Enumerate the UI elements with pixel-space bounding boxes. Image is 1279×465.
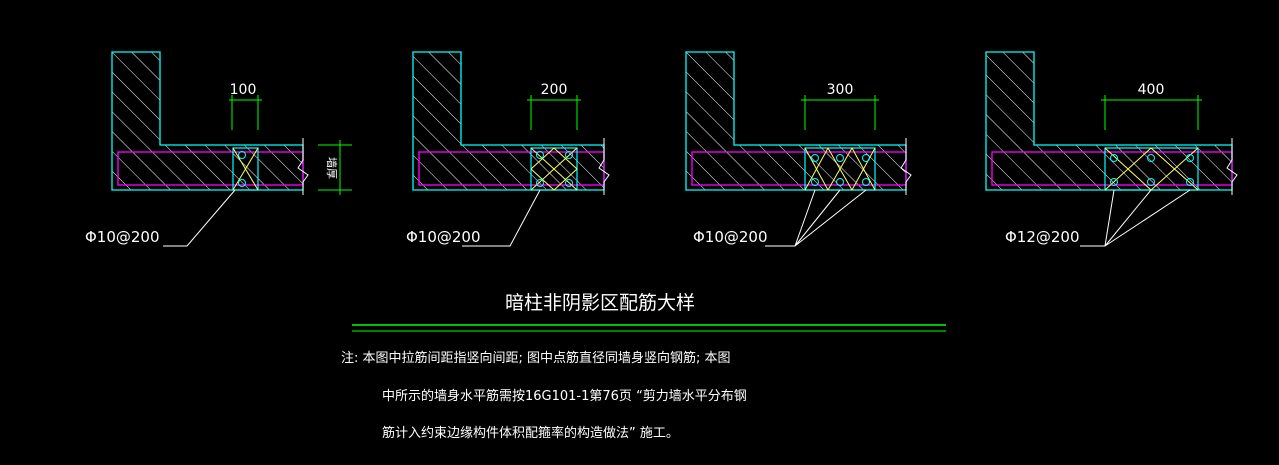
rebar-label: Φ12@200	[1005, 228, 1080, 246]
detail-2: 200 Φ10@200	[406, 51, 610, 247]
dimension-line	[801, 95, 879, 130]
bar-dot	[1147, 154, 1155, 162]
horizontal-rebar	[691, 151, 907, 186]
tie-lines	[1104, 147, 1199, 191]
break-line	[598, 138, 610, 195]
bar-dot	[536, 151, 544, 159]
bar-dot	[811, 178, 819, 186]
wall-thickness-dim	[318, 140, 352, 195]
dimension-text: 300	[827, 82, 854, 98]
bar-dot	[862, 154, 870, 162]
bar-dot	[1110, 154, 1118, 162]
horizontal-rebar	[117, 151, 304, 186]
bar-dot	[238, 179, 246, 187]
note-line-1: 注: 本图中拉筋间距指竖向间距; 图中点筋直径同墙身竖向钢筋; 本图	[341, 351, 731, 366]
detail-1: 100 墙厚 Φ10@200	[85, 51, 352, 247]
dimension-line	[1101, 95, 1202, 130]
note-line-2: 中所示的墙身水平筋需按16G101-1第76页 “剪力墙水平分布钢	[382, 389, 747, 404]
wall-section	[685, 51, 907, 191]
dimension-text: 200	[541, 82, 568, 98]
wall-section	[412, 51, 605, 191]
bar-dot	[1110, 178, 1118, 186]
tie-zone	[232, 147, 259, 191]
leader-lines	[765, 189, 867, 247]
drawing-title: 暗柱非阴影区配筋大样	[505, 292, 695, 314]
bar-dot	[811, 154, 819, 162]
wall-section	[111, 51, 304, 191]
tie-lines	[804, 147, 876, 191]
rebar-label: Φ10@200	[85, 228, 160, 246]
bar-dot	[565, 151, 573, 159]
leader-line	[462, 189, 541, 247]
dimension-text: 100	[230, 82, 257, 98]
horizontal-rebar	[418, 151, 605, 186]
bar-dot	[536, 179, 544, 187]
dimension-line	[229, 95, 262, 130]
dimension-text: 400	[1138, 82, 1165, 98]
bar-dot	[238, 151, 246, 159]
break-line	[900, 138, 912, 195]
tie-lines	[232, 147, 259, 191]
bar-dot	[1147, 178, 1155, 186]
note-line-3: 筋计入约束边缘构件体积配箍率的构造做法” 施工。	[382, 426, 679, 441]
wall-thickness-label: 墙厚	[325, 157, 339, 179]
rebar-label: Φ10@200	[406, 228, 481, 246]
break-line	[297, 138, 309, 195]
bar-dot	[862, 178, 870, 186]
wall-section	[985, 51, 1233, 191]
dimension-line	[527, 95, 581, 130]
bar-dot	[1186, 178, 1194, 186]
break-line	[1226, 138, 1238, 195]
detail-3: 300 Φ10@200	[685, 51, 912, 247]
tie-lines	[530, 147, 578, 191]
rebar-label: Φ10@200	[693, 228, 768, 246]
leader-line	[163, 189, 236, 247]
bar-dot	[1186, 154, 1194, 162]
leader-lines	[1080, 189, 1191, 247]
bar-dot	[836, 154, 844, 162]
bar-dot	[565, 179, 573, 187]
bar-dot	[836, 178, 844, 186]
detail-4: 400 Φ12@200	[985, 51, 1238, 247]
